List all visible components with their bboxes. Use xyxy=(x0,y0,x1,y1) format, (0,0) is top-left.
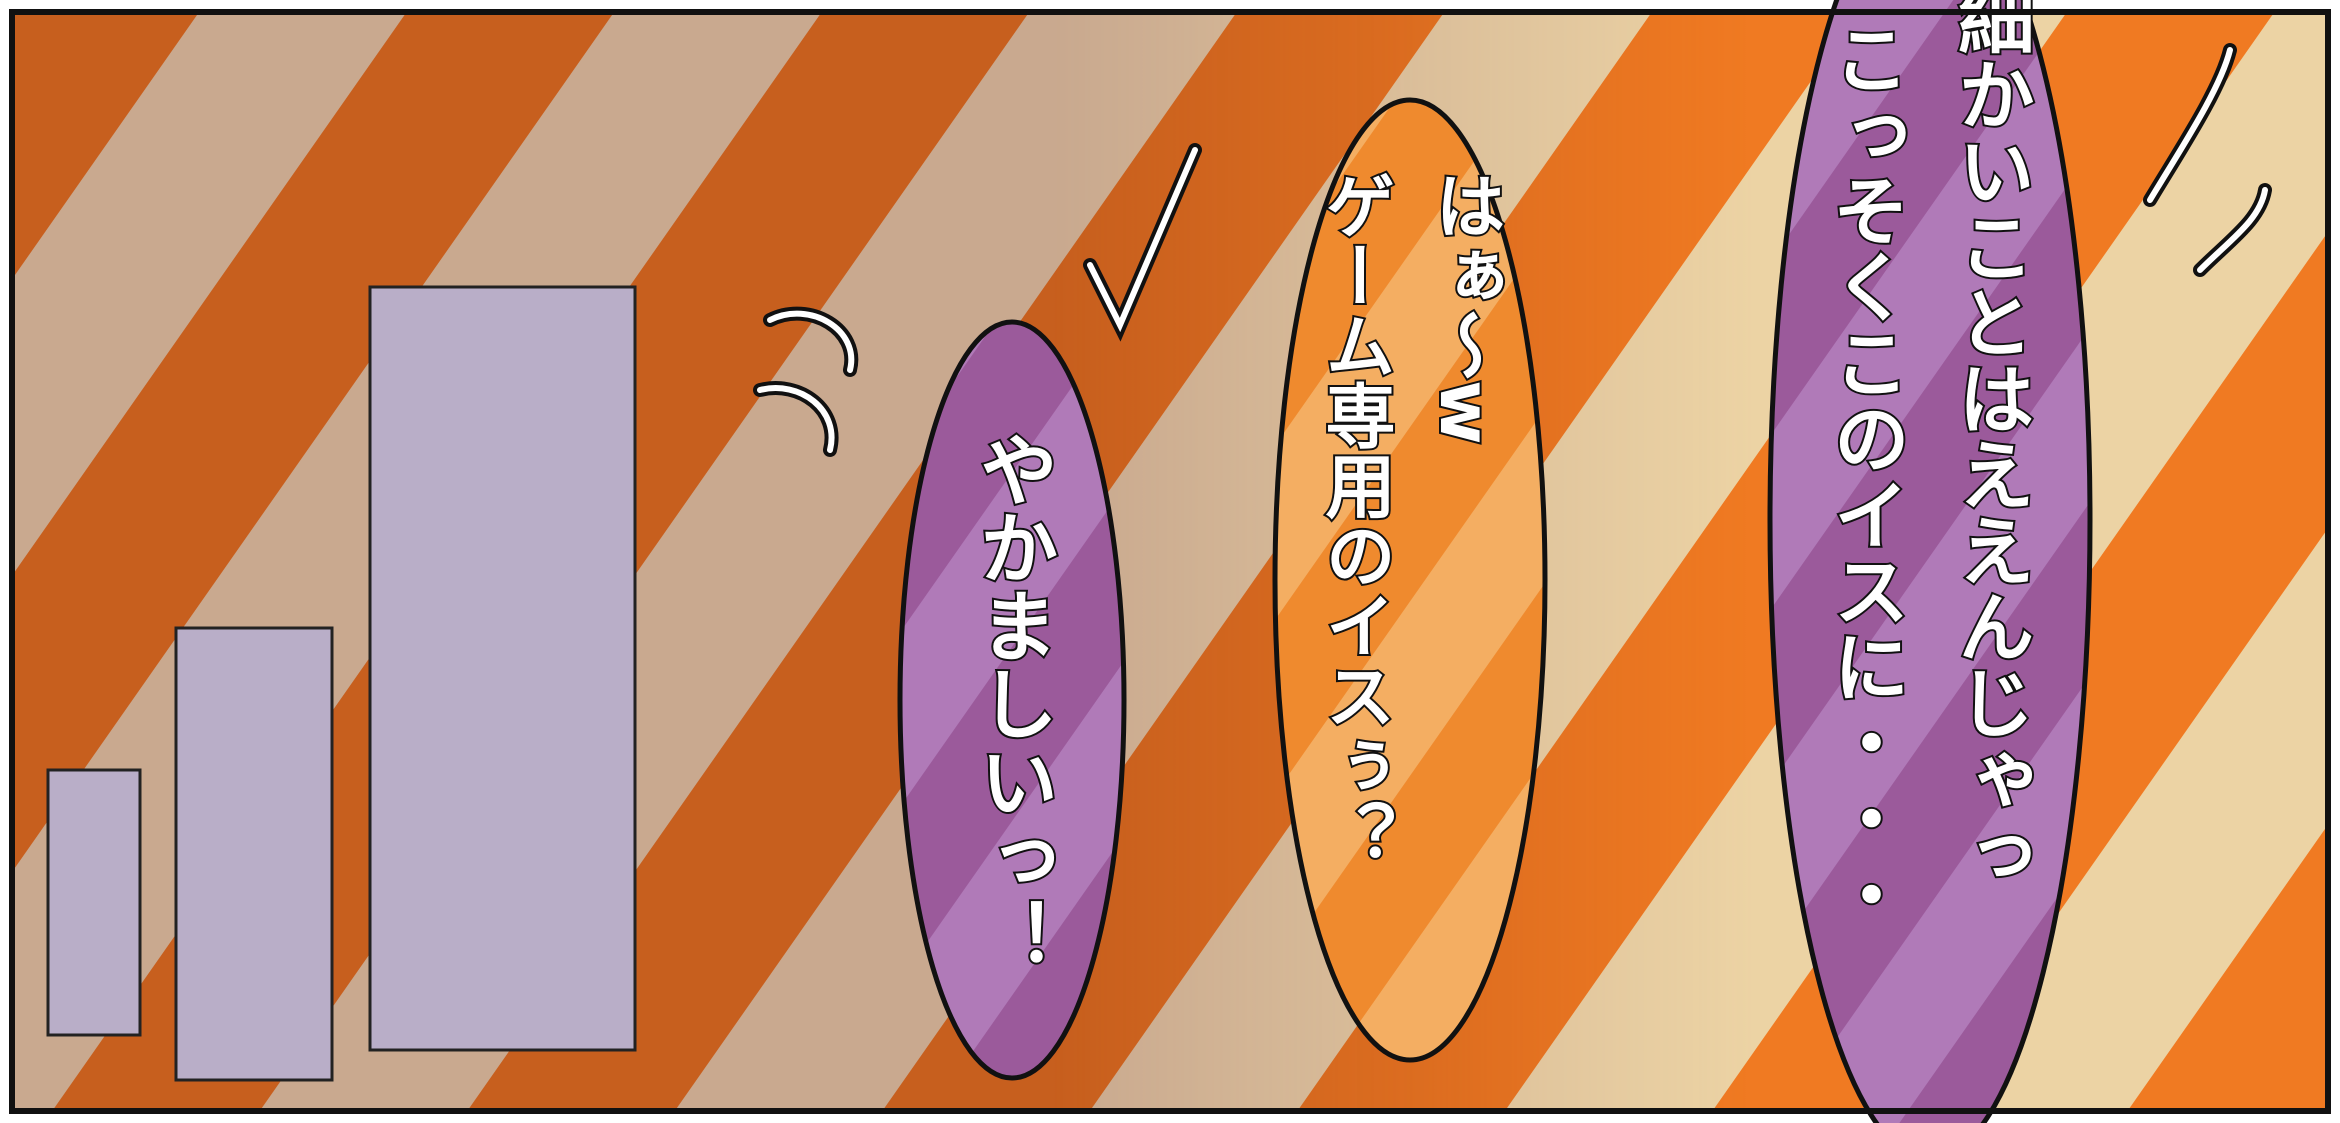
emphasis-marks xyxy=(753,43,2272,457)
block-shapes xyxy=(46,285,637,1082)
speech-bubble-game-chair: はぁ～w ゲーム専用のイスぅ？ xyxy=(1272,97,1548,1063)
bubble-text-game-chair: ゲーム専用のイスぅ？ xyxy=(1314,170,1396,870)
bubble-text-yakamashii: やかましいっ！ xyxy=(967,430,1057,976)
bubble-text-kossoku: こっそくこのイスに・・・ xyxy=(1821,20,1910,932)
bubble-text-komakai: 細かいことはええんじゃっ xyxy=(1946,0,2035,892)
panel-border xyxy=(9,9,2331,1114)
speech-bubble-yakamashii: やかましいっ！ xyxy=(897,319,1127,1081)
speech-bubble-komakai: 細かいことはええんじゃっ こっそくこのイスに・・・ xyxy=(1767,0,2093,1123)
bubble-text-haa: はぁ～w xyxy=(1424,170,1506,445)
block-tall xyxy=(368,285,637,1052)
block-medium xyxy=(174,626,334,1082)
block-small xyxy=(46,768,142,1037)
